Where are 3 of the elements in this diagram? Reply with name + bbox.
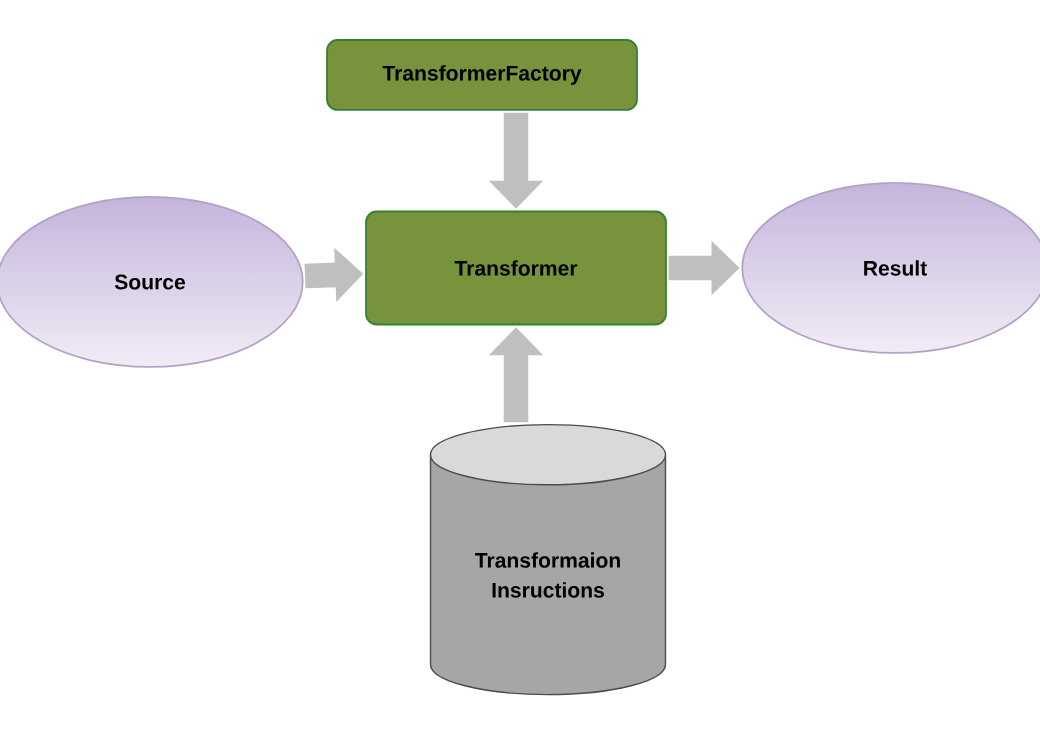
process-box: Transformer xyxy=(365,210,667,326)
database-cylinder: Transformaion Insructions xyxy=(429,423,667,696)
process-box: TransformerFactory xyxy=(326,39,638,111)
